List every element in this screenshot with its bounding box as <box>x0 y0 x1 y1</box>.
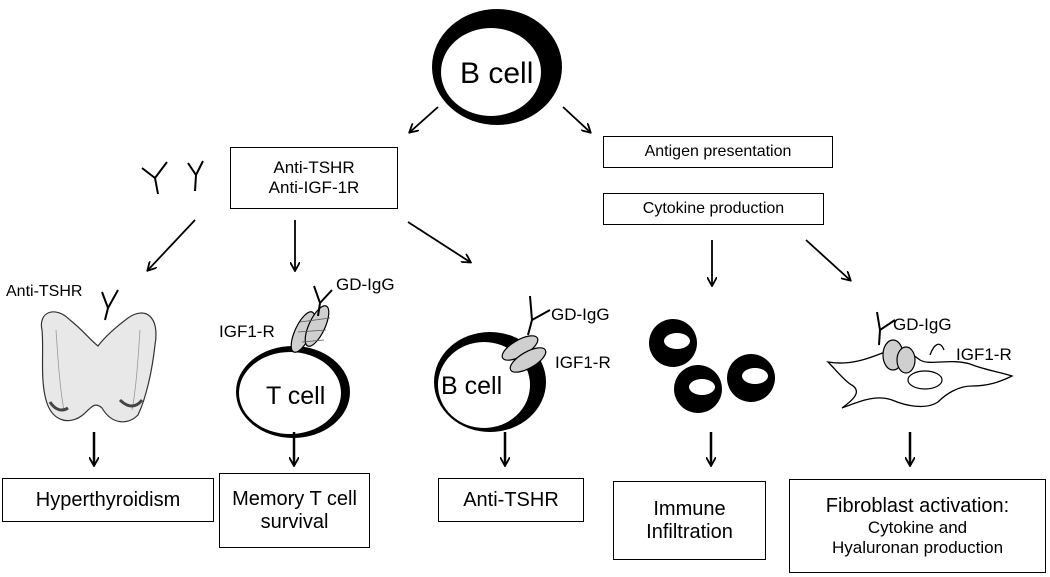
antibody-box-line2: Anti-IGF-1R <box>268 178 360 197</box>
fibroblast-receptor-icon <box>882 339 916 374</box>
t-cell-receptor-icon <box>290 305 331 353</box>
b-cell-receptor-label: IGF1-R <box>555 353 611 372</box>
b-cell-antibody-icon <box>527 295 551 336</box>
antibody-box: Anti-TSHR Anti-IGF-1R <box>230 147 398 209</box>
memory-t-cell-box: Memory T cell survival <box>219 473 370 548</box>
anti-tshr-box: Anti-TSHR <box>438 478 584 522</box>
arrow-to-fibroblast <box>805 239 850 280</box>
thyroid-gland-icon <box>40 311 157 423</box>
fibroblast-antibody-label: GD-IgG <box>893 315 952 334</box>
memory-t-cell-line1: Memory T cell <box>232 487 357 510</box>
fibroblast-antibody-icon <box>876 311 896 346</box>
antigen-presentation-box: Antigen presentation <box>603 136 833 168</box>
b-cell-receptor-icon <box>501 335 547 373</box>
fibroblast-activation-line3: Hyaluronan production <box>831 537 1004 557</box>
top-b-cell-icon <box>432 9 562 125</box>
immune-infiltration-line1: Immune <box>653 497 726 520</box>
arrow-to-thyroid <box>148 219 196 270</box>
immune-cell-icon <box>649 319 775 413</box>
b-cell-antibody-label: GD-IgG <box>551 305 610 324</box>
b-cell-2-label: B cell <box>441 372 503 400</box>
fibroblast-activation-line1: Fibroblast activation: <box>825 494 1010 517</box>
memory-t-cell-line2: survival <box>260 510 329 533</box>
antibody-box-line1: Anti-TSHR <box>273 158 355 178</box>
fibroblast-receptor-label: IGF1-R <box>956 345 1012 364</box>
t-cell-icon <box>236 346 350 438</box>
hyperthyroidism-box: Hyperthyroidism <box>2 478 214 522</box>
t-cell-antibody-label: GD-IgG <box>336 275 395 294</box>
arrow-to-antigen-presentation <box>562 106 590 132</box>
arrow-to-b-cell <box>407 221 470 262</box>
top-b-cell-label: B cell <box>460 57 534 90</box>
fibroblast-activation-box: Fibroblast activation: Cytokine and Hyal… <box>789 479 1046 573</box>
antibody-icon <box>141 160 204 195</box>
fibroblast-activation-line2: Cytokine and <box>867 517 968 537</box>
cytokine-production-box: Cytokine production <box>603 193 824 225</box>
arrow-to-antibodies <box>410 106 439 132</box>
t-cell-label: T cell <box>266 382 326 410</box>
immune-infiltration-box: Immune Infiltration <box>613 481 766 560</box>
t-cell-antibody-icon <box>313 285 333 317</box>
thyroid-antibody-icon <box>101 289 119 321</box>
immune-infiltration-line2: Infiltration <box>646 520 733 543</box>
t-cell-receptor-label: IGF1-R <box>219 322 275 341</box>
thyroid-antibody-label: Anti-TSHR <box>6 283 83 300</box>
